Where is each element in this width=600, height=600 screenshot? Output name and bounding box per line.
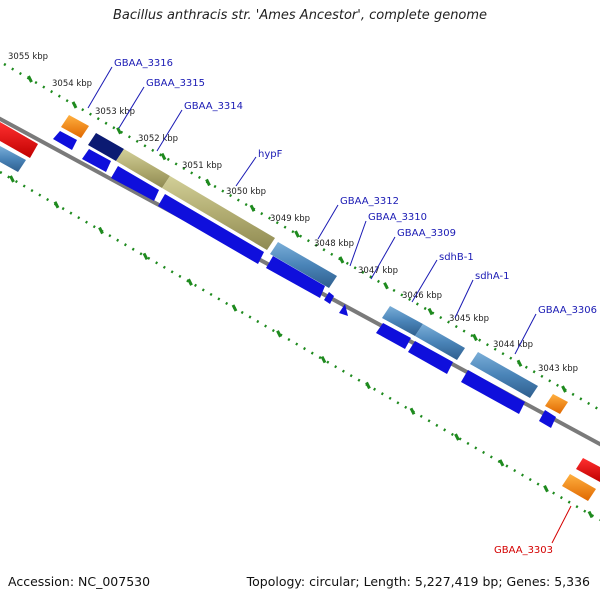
- leader-gbaa-3315: [118, 86, 145, 129]
- tick-mark: [427, 307, 434, 316]
- kbp-label: 3053 kbp: [95, 107, 135, 117]
- gene-gbaa-3303-block: [562, 474, 596, 501]
- gene-label-gbaa-3303: GBAA_3303: [494, 545, 553, 556]
- tick-mark: [472, 333, 478, 342]
- gene-hypf-block: [162, 176, 275, 250]
- tick-mark: [9, 175, 15, 183]
- tick-mark: [454, 433, 460, 441]
- kbp-label: 3043 kbp: [538, 364, 578, 374]
- major-ticks: [9, 75, 594, 519]
- gene-left-steel-block: [0, 146, 26, 172]
- kbp-label: 3046 kbp: [402, 291, 442, 301]
- kbp-label: 3052 kbp: [138, 134, 178, 144]
- cds-arrow: [539, 410, 556, 428]
- gene-gbaa-3306-block: [470, 352, 538, 398]
- cds-arrow: [82, 149, 111, 172]
- kbp-label: 3055 kbp: [8, 52, 48, 62]
- outer-gene-track: [0, 115, 600, 501]
- tick-mark: [516, 359, 523, 367]
- tick-mark: [320, 355, 327, 364]
- tick-mark: [231, 304, 238, 312]
- tick-mark: [27, 75, 33, 83]
- tick-mark: [543, 485, 549, 493]
- leader-gbaa-3310: [349, 220, 367, 267]
- cds-arrow: [408, 341, 453, 374]
- tick-mark: [205, 178, 211, 187]
- gene-gbaa-3316-block: [61, 115, 89, 138]
- tick-mark: [409, 407, 416, 415]
- label-leaders: [87, 66, 572, 544]
- tick-mark: [338, 256, 345, 264]
- gene-label-hypf: hypF: [258, 149, 283, 160]
- kbp-label: 3054 kbp: [52, 79, 92, 89]
- cds-arrow: [111, 166, 159, 201]
- leader-sdhb-1: [411, 259, 438, 303]
- tick-mark: [587, 510, 594, 519]
- tick-mark: [116, 127, 122, 135]
- gene-label-gbaa-3310: GBAA_3310: [368, 212, 427, 223]
- tick-mark: [294, 230, 300, 238]
- tick-mark: [498, 459, 505, 467]
- gene-gbaa-3315-block: [88, 133, 124, 161]
- kbp-label: 3048 kbp: [314, 239, 354, 249]
- kbp-label: 3049 kbp: [270, 214, 310, 224]
- gene-label-gbaa-3314: GBAA_3314: [184, 101, 243, 112]
- tick-mark: [561, 385, 567, 393]
- leader-gbaa-3312: [317, 204, 339, 240]
- kbp-label: 3050 kbp: [226, 187, 266, 197]
- gene-label-sdha-1: sdhA-1: [475, 271, 510, 282]
- gene-label-gbaa-3312: GBAA_3312: [340, 196, 399, 207]
- cds-arrow: [376, 323, 411, 349]
- tick-mark: [249, 204, 256, 212]
- outer-tick-line: [3, 62, 600, 412]
- tick-mark: [187, 278, 193, 286]
- gene-gbaa-3314-block: [116, 149, 170, 188]
- tick-mark: [160, 152, 167, 161]
- gene-sdhb-1-block: [382, 306, 423, 336]
- kbp-labels: 3055 kbp 3054 kbp 3053 kbp 3052 kbp 3051…: [8, 52, 578, 374]
- leader-hypf: [235, 156, 257, 187]
- topology-text: Topology: circular; Length: 5,227,419 bp…: [246, 574, 590, 589]
- gene-orange-small-block: [545, 394, 568, 414]
- kbp-label: 3047 kbp: [358, 266, 398, 276]
- tick-mark: [142, 252, 149, 261]
- accession-text: Accession: NC_007530: [8, 574, 151, 589]
- gene-label-gbaa-3315: GBAA_3315: [146, 78, 205, 89]
- tick-mark: [98, 226, 104, 235]
- cds-track: [53, 131, 556, 428]
- leader-gbaa-3303: [551, 505, 572, 544]
- tick-mark: [365, 381, 371, 390]
- gene-label-gbaa-3306: GBAA_3306: [538, 305, 597, 316]
- cds-arrow: [53, 131, 77, 150]
- gene-labels: GBAA_3316 GBAA_3315 GBAA_3314 hypF GBAA_…: [114, 58, 597, 556]
- tick-mark: [276, 330, 282, 338]
- cds-arrow: [324, 292, 334, 304]
- leader-gbaa-3314: [156, 109, 183, 152]
- leader-gbaa-3306: [514, 313, 537, 355]
- gene-right-red-block: [576, 458, 600, 482]
- map-title: Bacillus anthracis str. 'Ames Ancestor',…: [112, 8, 488, 23]
- cds-arrow: [266, 256, 325, 298]
- kbp-label: 3044 kbp: [493, 340, 533, 350]
- gene-label-sdhb-1: sdhB-1: [439, 252, 474, 263]
- kbp-label: 3051 kbp: [182, 161, 222, 171]
- gene-label-gbaa-3309: GBAA_3309: [397, 228, 456, 239]
- gene-label-gbaa-3316: GBAA_3316: [114, 58, 173, 69]
- leader-gbaa-3316: [87, 66, 113, 109]
- cds-arrow: [158, 194, 264, 264]
- leader-gbaa-3309: [370, 236, 396, 280]
- gene-left-red-block: [0, 122, 38, 158]
- cds-arrow: [339, 304, 348, 316]
- tick-mark: [71, 101, 78, 109]
- cds-arrow: [461, 370, 525, 414]
- tick-mark: [53, 201, 60, 209]
- leader-sdha-1: [454, 279, 474, 319]
- gene-sdha-1-block: [415, 324, 465, 360]
- kbp-label: 3045 kbp: [449, 314, 489, 324]
- tick-mark: [383, 282, 389, 290]
- gene-gbaa-3312-block: [270, 242, 337, 288]
